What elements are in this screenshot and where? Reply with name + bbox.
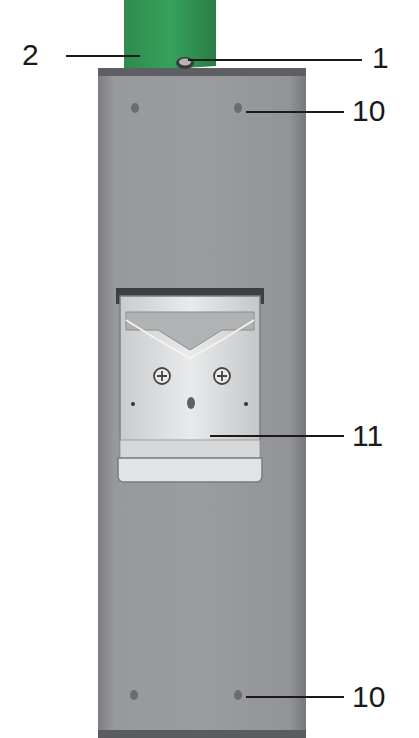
din-rail-clip <box>116 288 264 482</box>
leader-lines <box>66 56 362 697</box>
terminal-screw <box>176 57 194 69</box>
callout-number: 1 <box>370 43 391 73</box>
callout-number: 10 <box>350 96 387 126</box>
housing <box>98 70 306 738</box>
housing-bottom-edge <box>98 730 306 738</box>
callout-number: 10 <box>350 682 387 712</box>
callout-number: 2 <box>20 40 41 70</box>
callout-number: 11 <box>350 421 385 451</box>
terminal-block <box>124 0 216 72</box>
housing-top-edge <box>98 68 306 76</box>
